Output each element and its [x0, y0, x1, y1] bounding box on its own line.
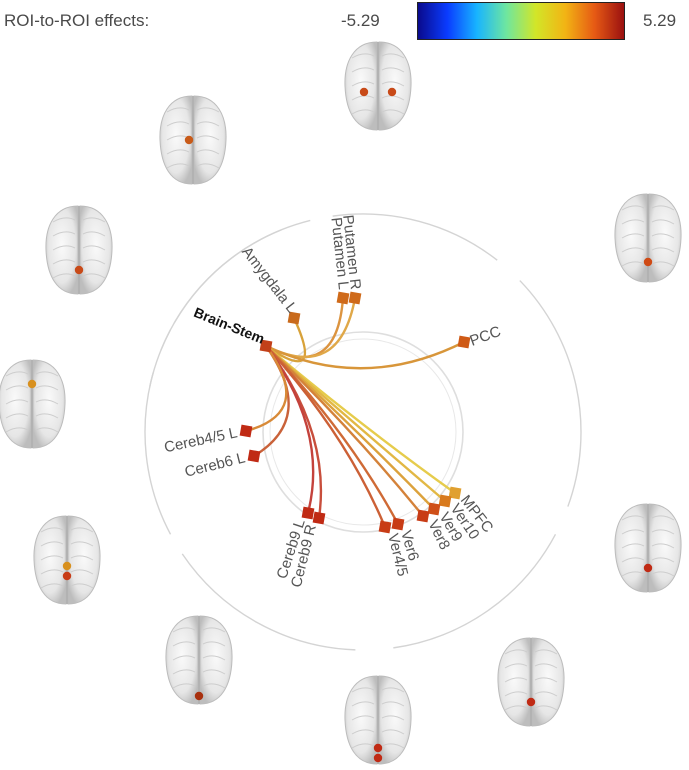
- brain-thumb-vermis: [33, 515, 101, 605]
- roi-node-putamen_r: [348, 291, 362, 305]
- brain-thumb-brainstem: [45, 205, 113, 295]
- roi-dot: [373, 743, 383, 753]
- colorbar-min-label: -5.29: [341, 11, 380, 30]
- roi-dot: [643, 563, 653, 573]
- roi-dot: [387, 87, 397, 97]
- roi-dot: [27, 379, 37, 389]
- roi-node-cereb45_l: [239, 424, 253, 438]
- roi-node-ver6: [391, 517, 405, 531]
- roi-node-brainstem: [259, 339, 273, 353]
- roi-node-ver10: [438, 494, 452, 508]
- roi-label-cereb45_l: Cereb4/5 L: [163, 424, 239, 456]
- roi-node-cereb9_r: [312, 511, 326, 525]
- brain-thumb-cereb9: [165, 615, 233, 705]
- colorbar-max-label: 5.29: [643, 11, 677, 30]
- roi-dot: [194, 691, 204, 701]
- header-title: ROI-to-ROI effects:: [4, 11, 150, 30]
- roi-node-ver45: [378, 520, 392, 534]
- lobe-arc: [181, 553, 356, 651]
- roi-node-amygdala_l: [287, 311, 301, 325]
- roi-node-pcc: [457, 335, 471, 349]
- brain-thumb-vermis-inferior: [344, 675, 412, 765]
- roi-dot: [184, 135, 194, 145]
- roi-node-cereb6_l: [247, 449, 261, 463]
- roi-label-amygdala_l: Amygdala L: [238, 244, 300, 317]
- lobe-arc: [144, 371, 172, 535]
- roi-node-ver9: [427, 502, 441, 516]
- roi-dot: [526, 697, 536, 707]
- roi-node-putamen_l: [336, 291, 350, 305]
- roi-dot: [62, 571, 72, 581]
- colorbar: [417, 2, 625, 40]
- roi-dot: [74, 265, 84, 275]
- brain-thumb-pcc: [614, 193, 682, 283]
- brain-thumb-amygdala: [159, 95, 227, 185]
- roi-dot: [359, 87, 369, 97]
- lobe-arc: [519, 280, 582, 507]
- lobe-separator-arcs: [144, 213, 582, 651]
- roi-node-ver8: [416, 509, 430, 523]
- lobe-arc: [149, 329, 172, 387]
- brain-thumb-mpfc: [0, 359, 66, 449]
- brain-thumb-putamen: [344, 41, 412, 131]
- connection-ver8: [264, 344, 425, 518]
- roi-dot: [643, 257, 653, 267]
- inner-ring: [262, 331, 464, 533]
- roi-dot: [62, 561, 72, 571]
- connection-cereb45_l: [244, 344, 288, 433]
- inner-ring-outer: [262, 331, 464, 533]
- connection-ver45: [264, 344, 387, 529]
- roi-label-pcc: PCC: [468, 323, 504, 350]
- brain-thumb-cereb6: [497, 637, 565, 727]
- roi-label-brainstem: Brain-Stem: [192, 304, 267, 347]
- roi-node-mpfc: [448, 486, 462, 500]
- brain-thumb-cereb45: [614, 503, 682, 593]
- roi-label-cereb6_l: Cereb6 L: [183, 449, 247, 480]
- inner-ring-inner: [269, 338, 457, 526]
- roi-nodes: [239, 291, 471, 534]
- roi-node-cereb9_l: [301, 506, 315, 520]
- connection-pcc: [264, 340, 466, 370]
- brain-thumbnails: [0, 41, 682, 765]
- roi-dot: [373, 753, 383, 763]
- connection-links: [244, 296, 466, 529]
- lobe-arc: [332, 213, 498, 261]
- lobe-arc: [393, 534, 557, 649]
